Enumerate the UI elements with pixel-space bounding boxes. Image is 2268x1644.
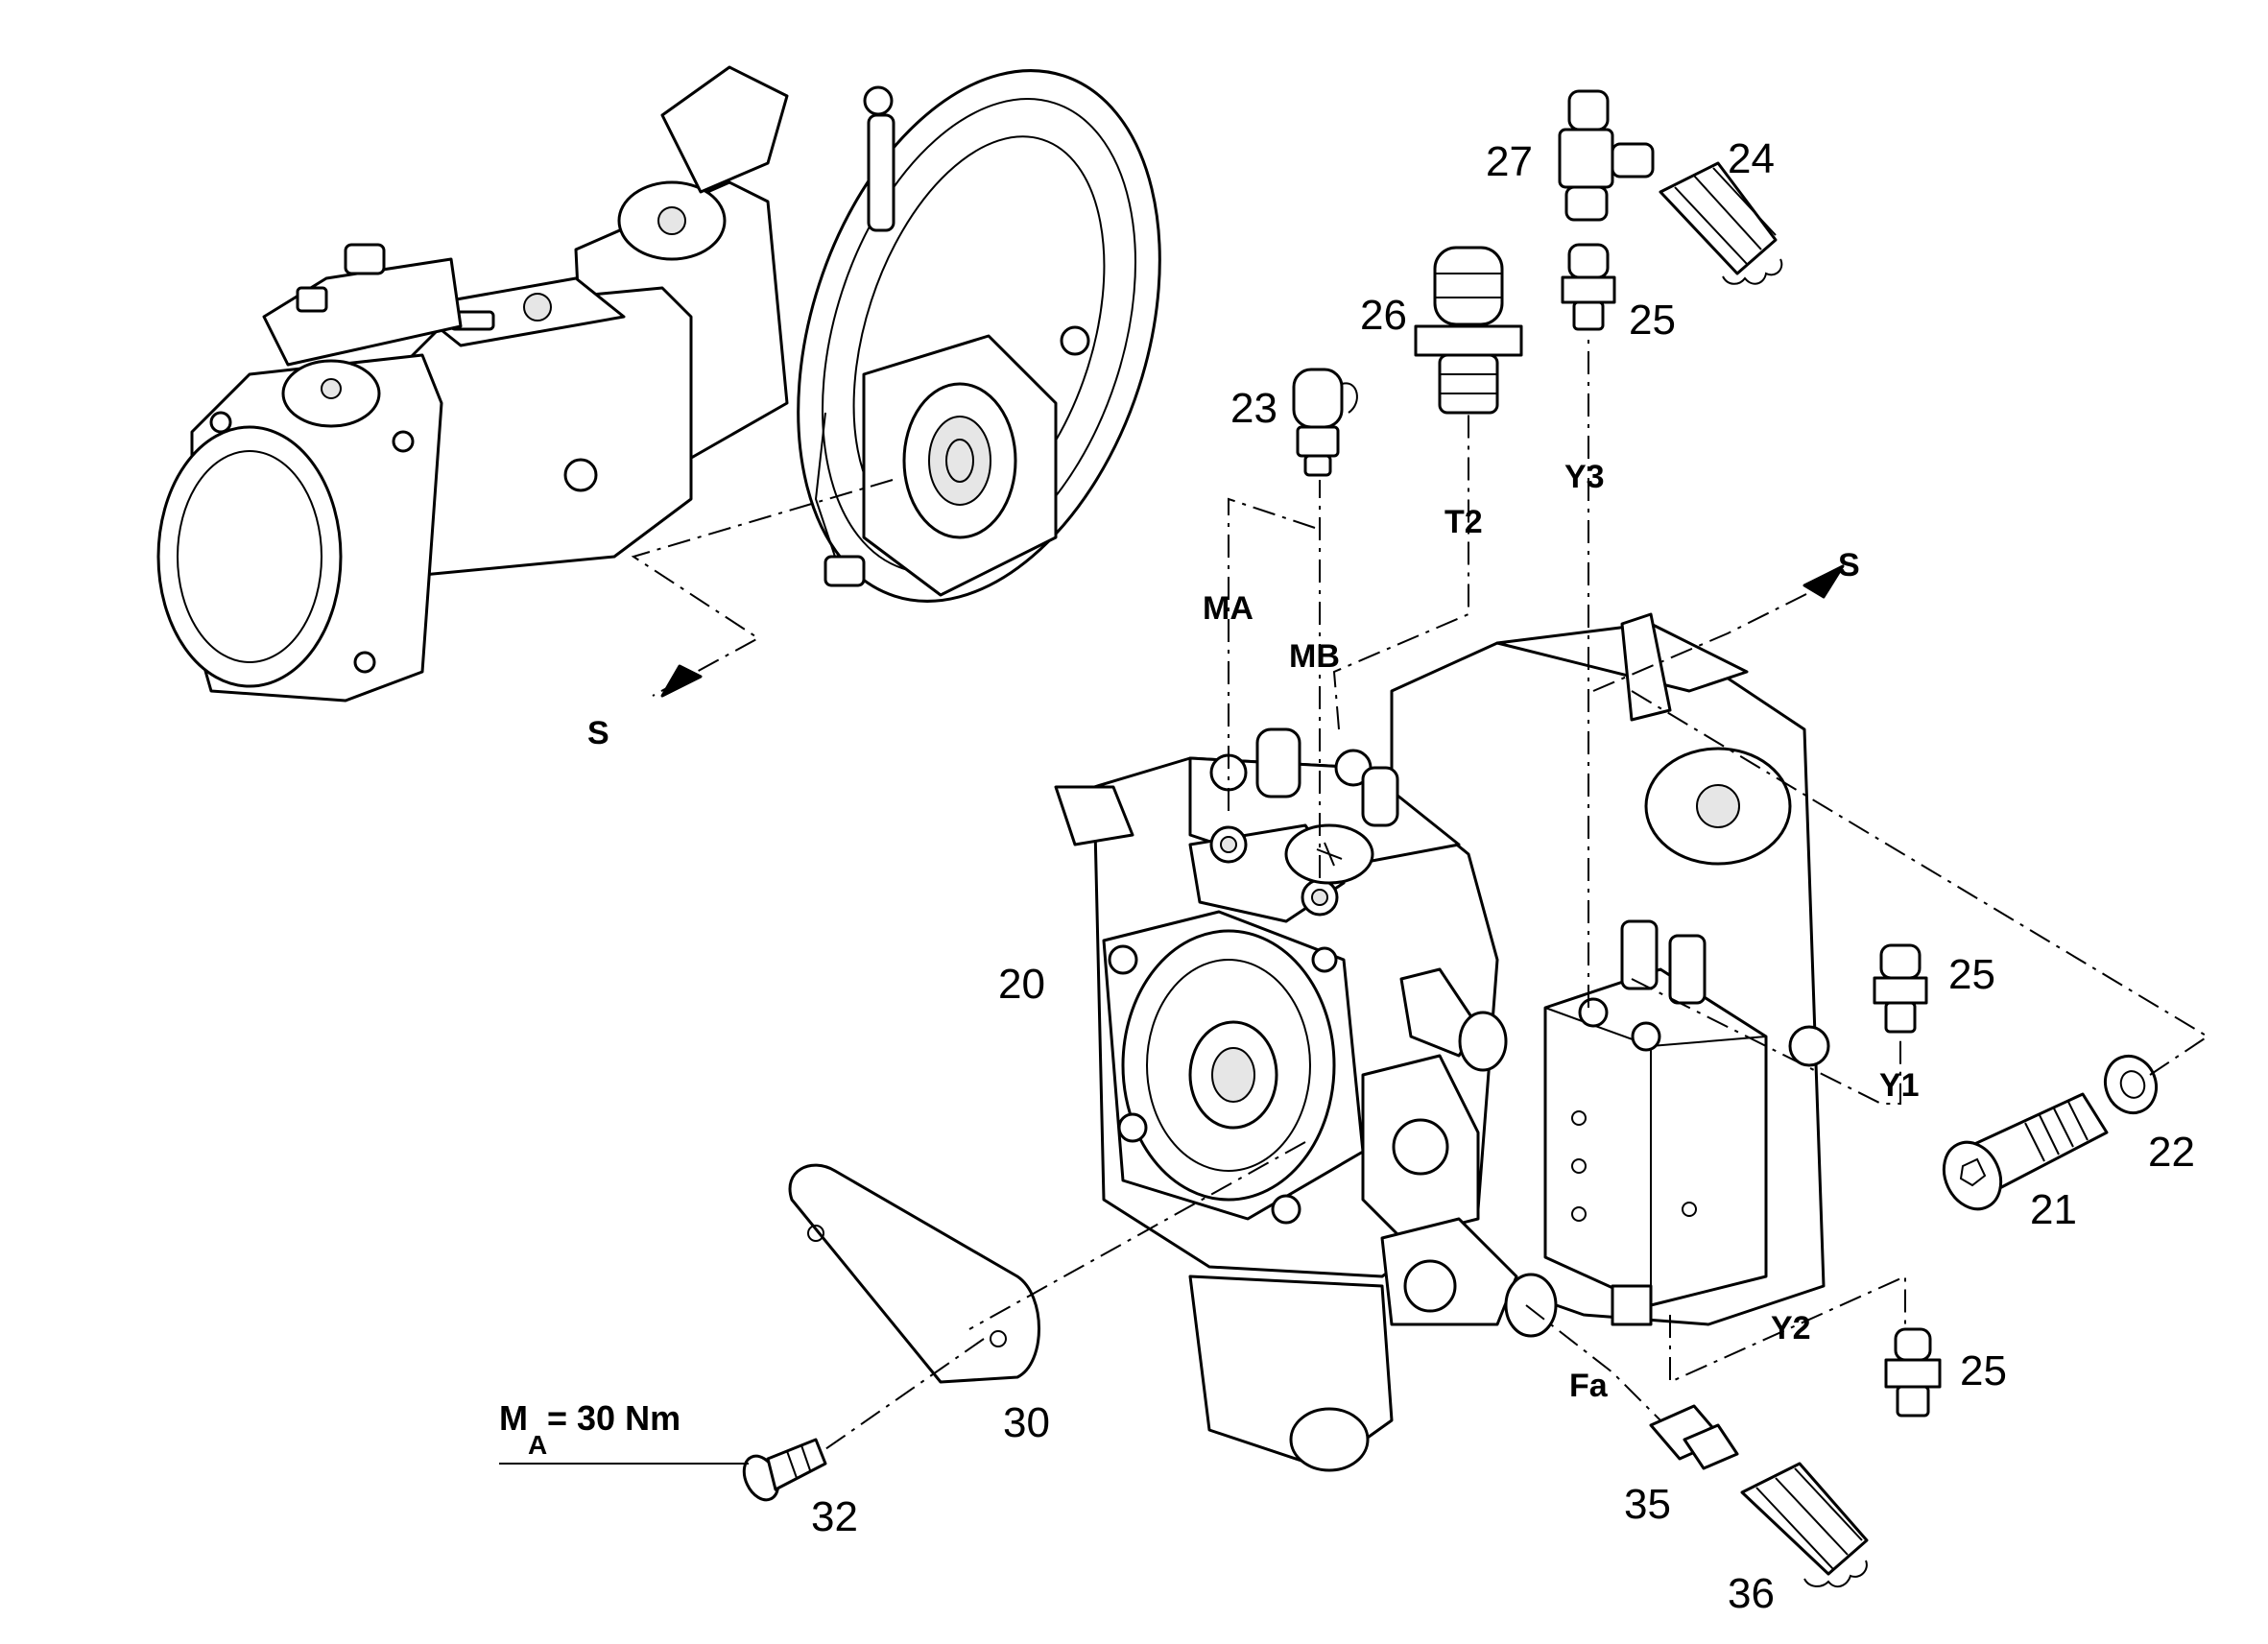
- part-24-hose-guard: [1659, 161, 1783, 285]
- callout-20: 20: [998, 961, 1045, 1008]
- torque-symbol: M: [499, 1398, 528, 1438]
- callout-22: 22: [2148, 1129, 2195, 1176]
- callout-25-low: 25: [1960, 1347, 2007, 1394]
- callout-27: 27: [1486, 138, 1533, 185]
- port-label-y2: Y2: [1771, 1310, 1811, 1346]
- main-pump-20: [1054, 612, 1830, 1472]
- callout-21: 21: [2030, 1186, 2077, 1233]
- callout-36: 36: [1728, 1570, 1775, 1617]
- part-32-countersunk-screw: [742, 1438, 827, 1502]
- part-25-fitting-low: [1884, 1327, 1942, 1418]
- part-30-cover-plate: [788, 1163, 1040, 1384]
- callout-24: 24: [1728, 135, 1775, 182]
- section-arrow-left: [660, 664, 703, 698]
- callout-25-mid: 25: [1948, 951, 1995, 998]
- port-label-y3: Y3: [1564, 459, 1605, 495]
- callout-26: 26: [1360, 292, 1407, 339]
- callout-30: 30: [1003, 1399, 1050, 1446]
- part-27-tee-fitting: [1558, 89, 1655, 222]
- section-line-left: [631, 479, 894, 697]
- part-26-hose-nipple: [1414, 246, 1523, 415]
- port-label-ma: MA: [1203, 590, 1253, 627]
- section-marker-right: S: [1838, 547, 1860, 584]
- part-22-washer: [2104, 1054, 2158, 1115]
- section-arrow-right: [1802, 564, 1845, 599]
- port-label-mb: MB: [1289, 638, 1340, 675]
- port-label-t2: T2: [1444, 504, 1483, 540]
- callout-25-top: 25: [1629, 297, 1676, 344]
- callout-35: 35: [1624, 1481, 1671, 1528]
- torque-value: = 30 Nm: [547, 1398, 680, 1438]
- section-marker-left: S: [587, 715, 609, 751]
- part-25-fitting-mid: [1873, 943, 1928, 1034]
- part-25-fitting-top: [1561, 243, 1616, 331]
- assembly-axes: [824, 336, 2209, 1450]
- part-21-socket-screw: [1942, 1092, 2109, 1211]
- part-36-hose-guard: [1740, 1462, 1869, 1588]
- part-35-fitting: [1649, 1404, 1739, 1470]
- callout-23: 23: [1230, 385, 1277, 432]
- part-23-test-coupling: [1292, 368, 1358, 477]
- port-label-y1: Y1: [1879, 1067, 1920, 1104]
- pump-assembly-overview: [156, 65, 1161, 703]
- port-label-fa: Fa: [1569, 1368, 1609, 1404]
- callout-32: 32: [811, 1493, 858, 1540]
- torque-subscript: A: [528, 1430, 547, 1460]
